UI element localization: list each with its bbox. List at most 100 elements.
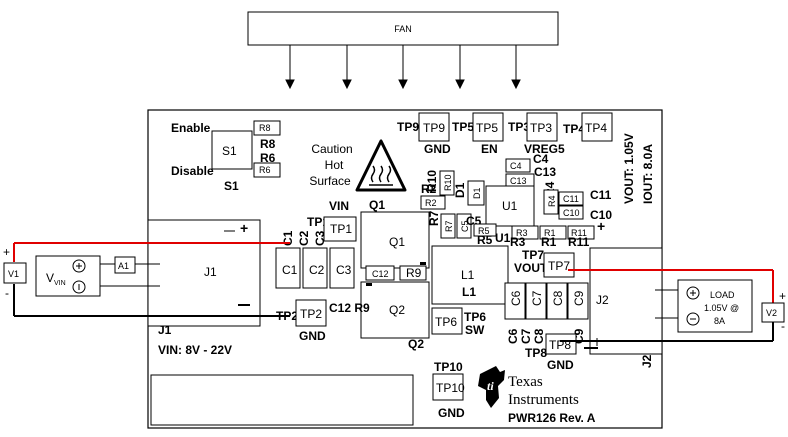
load-line1: LOAD xyxy=(710,290,735,300)
r11-box-label: R11 xyxy=(571,228,587,238)
v2-minus: - xyxy=(781,319,785,333)
tp2-gnd-label: GND xyxy=(299,329,326,343)
c2-label: C2 xyxy=(309,263,325,277)
tp2-box-label: TP2 xyxy=(300,307,322,321)
c4-label: C4 xyxy=(533,152,549,166)
v1-label: V1 xyxy=(8,269,19,279)
vin-plus-terminal-icon xyxy=(72,259,86,273)
vout-spec: VOUT: 1.05V xyxy=(622,133,636,204)
tp6-label: TP6 xyxy=(464,310,486,324)
pwr-rev-label: PWR126 Rev. A xyxy=(508,411,596,425)
fan-label: FAN xyxy=(394,24,412,34)
r11-label: R11 xyxy=(568,235,590,249)
q1-mosfet xyxy=(360,211,430,269)
v2-plus: + xyxy=(779,289,786,303)
c11-capacitor xyxy=(558,191,584,206)
a1-ammeter xyxy=(114,256,136,274)
r6-label: R6 xyxy=(260,151,276,165)
tp6-box-label: TP6 xyxy=(435,315,457,329)
c11-label: C11 xyxy=(590,188,612,202)
fan-arrows xyxy=(285,45,521,90)
j2-plus: + xyxy=(597,218,605,234)
c12-r9-label: C12 R9 xyxy=(329,301,370,315)
c10-label: C10 xyxy=(590,208,612,222)
tp4-label: TP4 xyxy=(563,122,585,136)
c10-box-label: C10 xyxy=(563,208,580,218)
tp7-pad xyxy=(543,252,575,278)
s1-box-label: S1 xyxy=(222,144,237,158)
r2-label: R2 xyxy=(421,182,437,196)
tp3-pad xyxy=(526,112,558,142)
q1-label: Q1 xyxy=(389,235,405,249)
q2-box-label: Q2 xyxy=(389,303,405,317)
r10-box-label: R10 xyxy=(443,174,453,191)
c6-label: C6 xyxy=(509,290,523,306)
tp9-gnd-label: GND xyxy=(424,142,451,156)
r2-box-label: R2 xyxy=(425,198,437,208)
tp8-pad xyxy=(545,333,577,355)
a1-label: A1 xyxy=(118,261,129,271)
d1-diode xyxy=(467,180,485,206)
tp4-box-label: TP4 xyxy=(585,121,607,135)
q2-label: Q2 xyxy=(408,337,424,351)
v2-meter xyxy=(761,302,785,323)
ti-texas: Texas xyxy=(508,374,543,390)
r2-resistor xyxy=(420,195,446,210)
j1-plus: + xyxy=(240,220,248,236)
tp5-label: TP5 xyxy=(452,120,474,134)
tp2-pad xyxy=(295,299,327,327)
r8-resistor xyxy=(253,120,281,136)
tp9-pad xyxy=(418,112,450,142)
r10-resistor xyxy=(439,170,455,196)
output-capacitors xyxy=(504,282,589,320)
r3-resistor xyxy=(511,225,539,240)
r3-box-label: R3 xyxy=(516,228,528,238)
s1-label: S1 xyxy=(224,179,239,193)
r5-resistor xyxy=(473,223,497,237)
tp10-pad xyxy=(432,373,464,401)
vout-label: VOUT xyxy=(514,261,548,275)
r8-box-label: R8 xyxy=(259,123,271,133)
vin-supply xyxy=(35,255,101,297)
u1-box-label: U1 xyxy=(502,199,518,213)
r1-label: R1 xyxy=(541,235,557,249)
c3-rot-label: C3 xyxy=(313,230,327,246)
caution-line3: Surface xyxy=(309,174,351,188)
tp3-label: TP3 xyxy=(508,120,530,134)
tp4-pad xyxy=(581,112,613,142)
r11-resistor xyxy=(567,225,595,240)
iout-spec: IOUT: 8.0A xyxy=(641,144,655,204)
j2-label: J2 xyxy=(640,354,654,368)
r1-box-label: R1 xyxy=(544,228,556,238)
j1-label: J1 xyxy=(158,323,172,337)
input-capacitors xyxy=(275,247,355,289)
disable-label: Disable xyxy=(171,164,214,178)
u1-ic xyxy=(485,185,535,227)
r10-label: R10 xyxy=(425,170,439,192)
load-plus-terminal-icon xyxy=(686,286,700,300)
j2-box-label: J2 xyxy=(596,293,609,307)
r1-resistor xyxy=(539,225,567,240)
c13-box-label: C13 xyxy=(510,176,527,186)
u1-label: U1 xyxy=(495,231,511,245)
c2-rot-label: C2 xyxy=(297,230,311,246)
j2-connector xyxy=(589,247,663,355)
tp6-pad xyxy=(431,307,463,335)
vin-range-label: VIN: 8V - 22V xyxy=(158,343,232,357)
l1-label: L1 xyxy=(462,285,476,299)
v2-label: V2 xyxy=(766,308,777,318)
fan-box: FAN xyxy=(247,11,559,46)
d1-box-label: D1 xyxy=(472,187,482,199)
r9-resistor xyxy=(399,265,427,281)
tp9-box-label: TP9 xyxy=(423,121,445,135)
ti-logo-icon: ti xyxy=(478,366,505,408)
v1-source xyxy=(3,262,27,284)
c4-box-label: C4 xyxy=(510,161,522,171)
r5-label: R5 xyxy=(477,233,493,247)
j1-box-label: J1 xyxy=(204,265,217,279)
tp7-box-label: TP7 xyxy=(548,259,570,273)
en-label: EN xyxy=(481,142,498,156)
r4-resistor xyxy=(543,189,559,215)
tp3-box-label: TP3 xyxy=(530,121,552,135)
